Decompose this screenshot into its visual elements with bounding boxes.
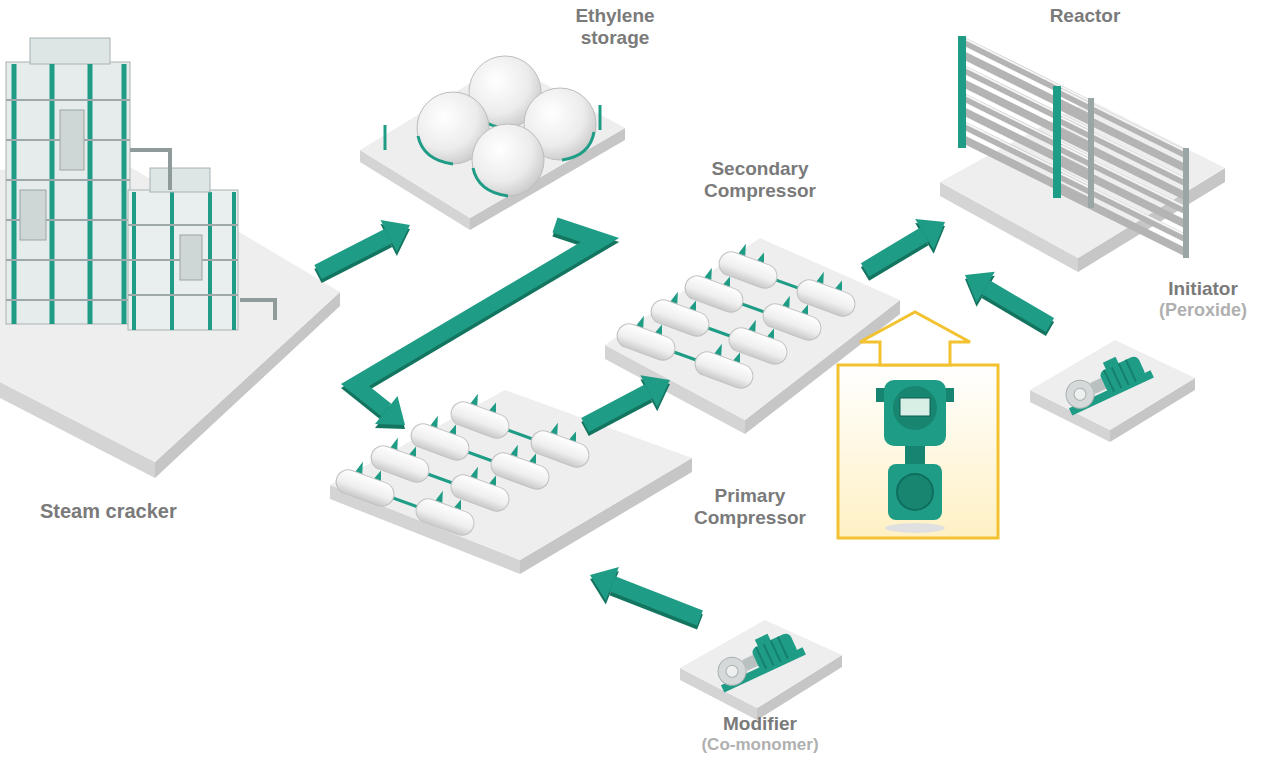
- equipment-node: Ethylene storage: [360, 3, 670, 225]
- modifier-pump-illustration: [680, 620, 842, 720]
- equipment-node: Initiator(Peroxide): [1050, 278, 1262, 433]
- flow-arrow: [965, 272, 1050, 329]
- equipment-sublabel: (Co-monomer): [685, 735, 835, 755]
- equipment-node: Primary Compressor: [330, 425, 815, 575]
- equipment-label: Ethylene storage: [565, 5, 665, 49]
- equipment-sublabel: (Peroxide): [1148, 300, 1258, 321]
- equipment-label: Steam cracker: [40, 500, 260, 523]
- flow-arrow: [585, 375, 670, 429]
- flow-arrow: [318, 220, 410, 276]
- equipment-label: Initiator: [1148, 278, 1258, 300]
- equipment-label: Reactor: [1035, 5, 1135, 27]
- equipment-label: Modifier: [685, 713, 835, 735]
- flow-arrow: [865, 219, 945, 274]
- initiator-pump-illustration: [1030, 340, 1195, 442]
- steam-cracker-illustration: [0, 38, 340, 478]
- equipment-node: Reactor: [945, 3, 1230, 275]
- transmitter-highlight: [838, 312, 998, 538]
- equipment-node: Secondary Compressor: [610, 155, 865, 380]
- primary-compressor-illustration: [330, 387, 692, 574]
- equipment-node: Steam cracker: [0, 30, 318, 530]
- storage-tanks-illustration: [360, 56, 625, 230]
- equipment-node: Modifier(Co-monomer): [680, 618, 845, 762]
- equipment-label: Primary Compressor: [688, 485, 812, 529]
- reactor-illustration: [940, 36, 1225, 272]
- flow-arrow: [590, 567, 700, 622]
- equipment-label: Secondary Compressor: [698, 158, 822, 202]
- flow-arrow: [355, 225, 600, 429]
